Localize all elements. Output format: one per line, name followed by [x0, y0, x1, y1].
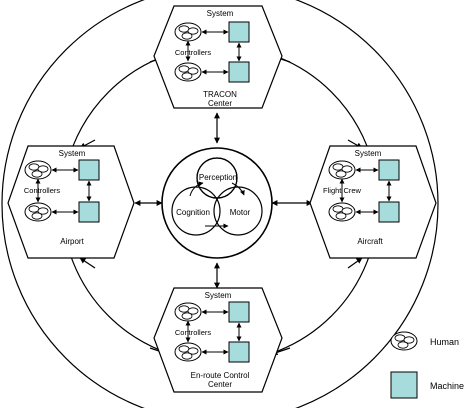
outer-circle — [1, 0, 439, 408]
controllers-label: Controllers — [24, 186, 61, 195]
legend-machine-label: Machine — [430, 381, 464, 391]
system-label: System — [205, 291, 232, 300]
machine-box — [378, 201, 400, 223]
human-icon — [174, 342, 202, 362]
human-icon — [174, 302, 202, 322]
machine-box — [228, 61, 250, 83]
human-icon — [24, 160, 52, 180]
node-tracon-center: System Controllers TRACON Center — [153, 5, 283, 109]
node-en-route-control-center: System Controllers En-route Control Cent… — [153, 287, 283, 393]
motor-label: Motor — [230, 208, 251, 217]
node-name: Airport — [60, 237, 84, 246]
machine-box — [228, 21, 250, 43]
machine-box — [390, 371, 418, 399]
node-name: Center — [208, 99, 232, 108]
node-name: Aircraft — [357, 237, 383, 246]
system-label: System — [59, 149, 86, 158]
legend: Human Machine — [390, 331, 464, 399]
system-label: System — [207, 9, 234, 18]
machine-box — [78, 159, 100, 181]
radial-connectors — [134, 112, 313, 289]
machine-box — [228, 301, 250, 323]
node-name: Center — [208, 380, 232, 389]
human-icon — [390, 331, 418, 351]
controllers-label: Controllers — [175, 328, 212, 337]
machine-box — [78, 201, 100, 223]
cognition-circle — [171, 186, 221, 236]
machine-box — [378, 159, 400, 181]
human-icon — [328, 202, 356, 222]
node-human-processor: Perception Cognition Motor — [161, 147, 273, 259]
flight-crew-label: Flight Crew — [323, 186, 362, 195]
system-label: System — [355, 149, 382, 158]
human-icon — [328, 160, 356, 180]
node-name: TRACON — [203, 90, 237, 99]
machine-box — [228, 341, 250, 363]
cognition-label: Cognition — [176, 208, 210, 217]
perception-label: Perception — [199, 173, 237, 182]
node-airport: System Controllers Airport — [7, 145, 135, 259]
legend-human-label: Human — [430, 337, 459, 347]
controllers-label: Controllers — [175, 48, 212, 57]
human-icon — [174, 62, 202, 82]
human-icon — [24, 202, 52, 222]
human-icon — [174, 22, 202, 42]
node-name: En-route Control — [191, 371, 250, 380]
node-aircraft: System Flight Crew Aircraft — [309, 145, 437, 259]
